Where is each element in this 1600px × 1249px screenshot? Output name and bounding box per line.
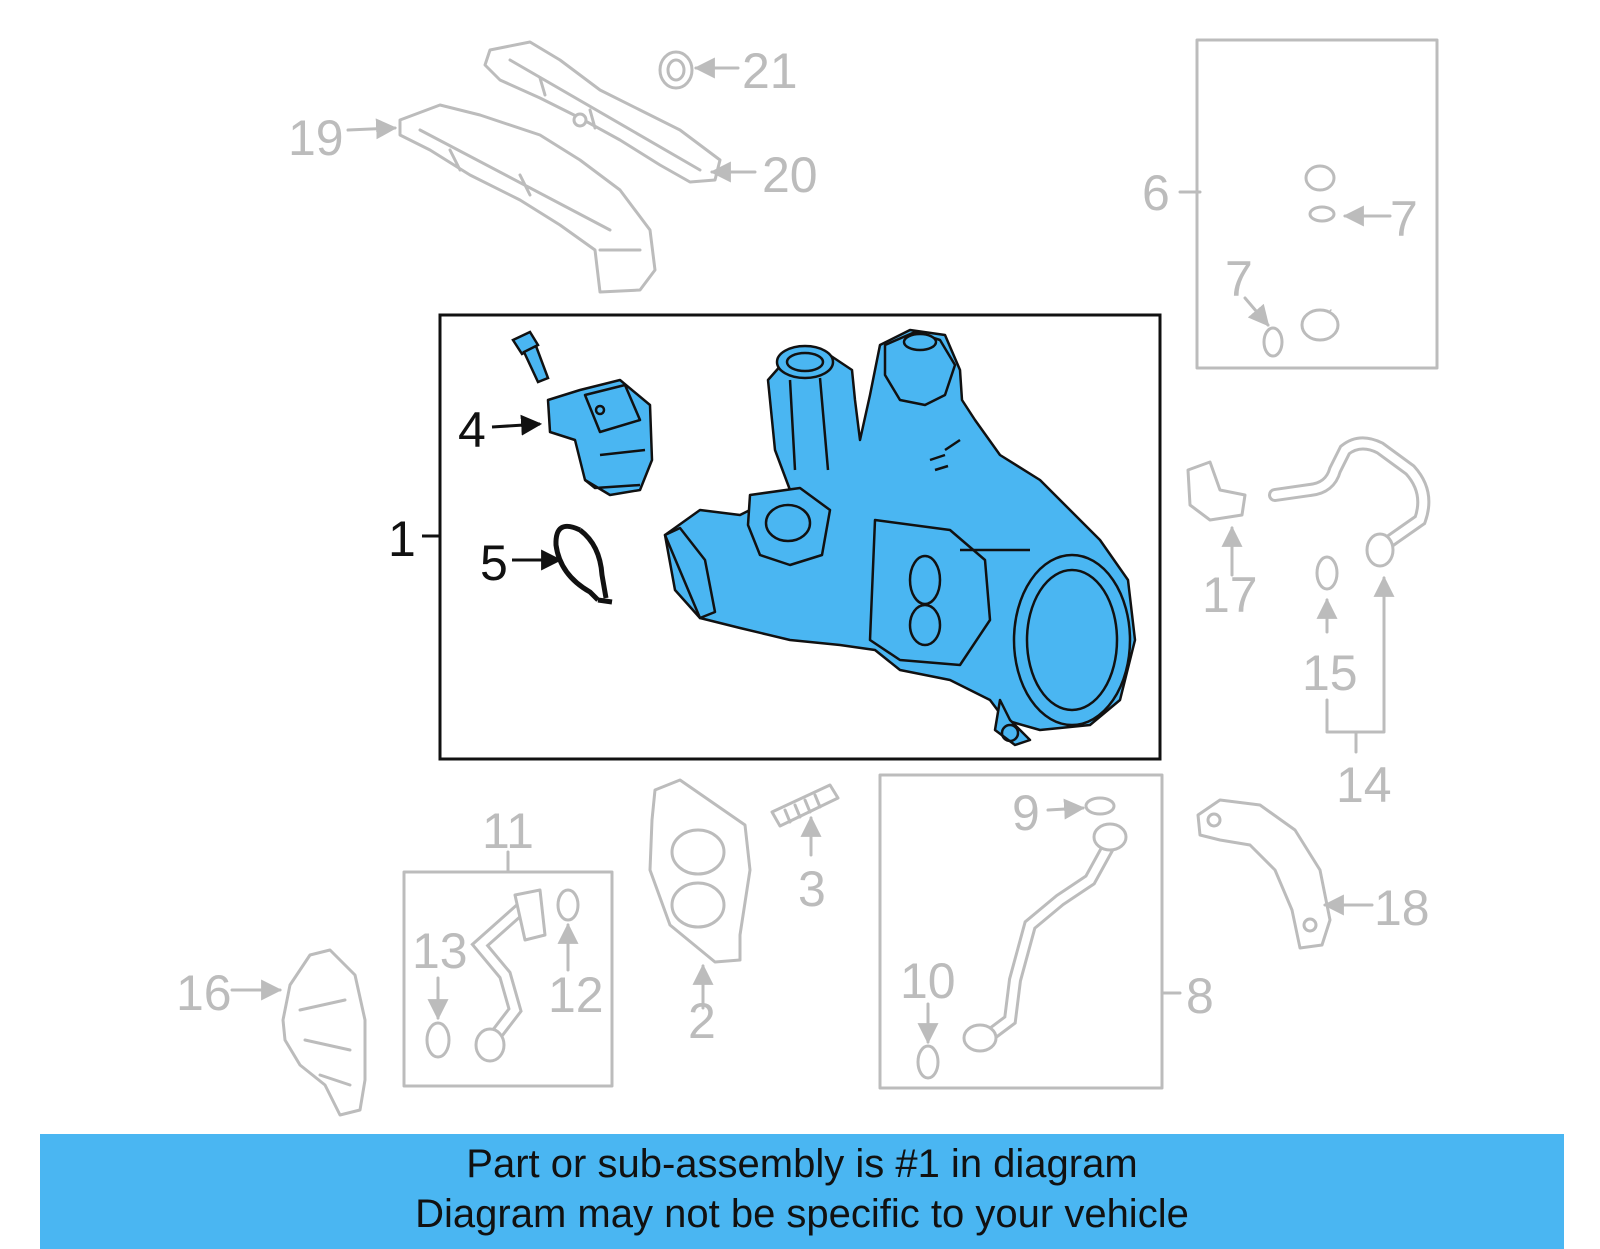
bracket-18-hole-bottom bbox=[1302, 917, 1318, 933]
coolant-pipe-11-inner bbox=[474, 901, 529, 1044]
callout-7a: 7 bbox=[1390, 191, 1418, 247]
callout-6: 6 bbox=[1142, 165, 1170, 221]
callout-9: 9 bbox=[1012, 785, 1040, 841]
retaining-clip-5 bbox=[553, 523, 613, 605]
wastegate-actuator-4 bbox=[546, 378, 654, 497]
callout-19: 19 bbox=[288, 110, 344, 166]
callout-10: 10 bbox=[900, 953, 956, 1009]
leader-4 bbox=[491, 414, 543, 436]
turbocharger-1 bbox=[663, 328, 1137, 747]
heat-shield-16 bbox=[281, 948, 367, 1117]
washer-9 bbox=[1084, 796, 1116, 816]
box-group-6 bbox=[1195, 38, 1439, 370]
bracket-18-hole-top bbox=[1206, 812, 1222, 828]
flange-11 bbox=[513, 888, 547, 942]
callout-3: 3 bbox=[798, 861, 826, 917]
heat-shield-16-detail bbox=[298, 998, 352, 1087]
callout-14: 14 bbox=[1336, 757, 1392, 813]
callout-2: 2 bbox=[688, 993, 716, 1049]
oil-line-8 bbox=[963, 833, 1119, 1047]
banner-line-1: Part or sub-assembly is #1 in diagram bbox=[466, 1142, 1138, 1186]
leader-7b bbox=[1243, 296, 1270, 327]
leader-19 bbox=[346, 118, 398, 140]
leader-9 bbox=[1046, 798, 1086, 820]
banner-line-2: Diagram may not be specific to your vehi… bbox=[415, 1192, 1189, 1236]
callout-21: 21 bbox=[742, 43, 798, 99]
info-banner: Part or sub-assembly is #1 in diagram Di… bbox=[40, 1134, 1564, 1249]
callout-7b: 7 bbox=[1225, 251, 1253, 307]
bracket-14 bbox=[1325, 698, 1386, 754]
washer-15 bbox=[1315, 555, 1339, 591]
bracket-18 bbox=[1196, 798, 1332, 950]
o-ring-13 bbox=[425, 1021, 451, 1059]
fitting-14 bbox=[1365, 532, 1395, 568]
gasket-2-port-upper bbox=[670, 828, 726, 876]
heat-shield-upper bbox=[483, 40, 722, 184]
actuator-bolt bbox=[511, 330, 550, 384]
callout-5: 5 bbox=[480, 535, 508, 591]
o-ring-12 bbox=[556, 888, 580, 922]
callout-15: 15 bbox=[1302, 645, 1358, 701]
callout-8: 8 bbox=[1186, 968, 1214, 1024]
box-group-8 bbox=[878, 773, 1164, 1090]
washer-7-right bbox=[1308, 205, 1336, 223]
callout-4: 4 bbox=[458, 402, 486, 458]
callout-20: 20 bbox=[762, 147, 818, 203]
callout-17: 17 bbox=[1202, 567, 1258, 623]
callout-11: 11 bbox=[482, 803, 534, 859]
callout-13: 13 bbox=[412, 923, 468, 979]
banjo-fitting-top bbox=[1304, 164, 1336, 192]
heat-shield-lower bbox=[398, 103, 657, 294]
stud-3 bbox=[770, 783, 840, 828]
callout-12: 12 bbox=[548, 967, 604, 1023]
gasket-2-port-lower bbox=[670, 881, 726, 929]
washer-10 bbox=[916, 1044, 940, 1080]
stud-3-threads bbox=[783, 793, 822, 824]
fitting-8-top bbox=[1092, 822, 1128, 852]
fitting-11 bbox=[474, 1027, 506, 1063]
oil-feed-line-6-inner bbox=[1220, 56, 1333, 313]
callout-18: 18 bbox=[1374, 880, 1430, 936]
banjo-fitting-bottom bbox=[1300, 308, 1340, 342]
plug-21 bbox=[658, 50, 694, 90]
fitting-8-bottom bbox=[962, 1023, 998, 1053]
oil-return-line-14-inner bbox=[1271, 439, 1428, 552]
callout-1: 1 bbox=[388, 511, 416, 567]
bracket-17 bbox=[1186, 460, 1247, 522]
washer-7-left bbox=[1262, 326, 1284, 358]
callout-16: 16 bbox=[176, 965, 232, 1021]
